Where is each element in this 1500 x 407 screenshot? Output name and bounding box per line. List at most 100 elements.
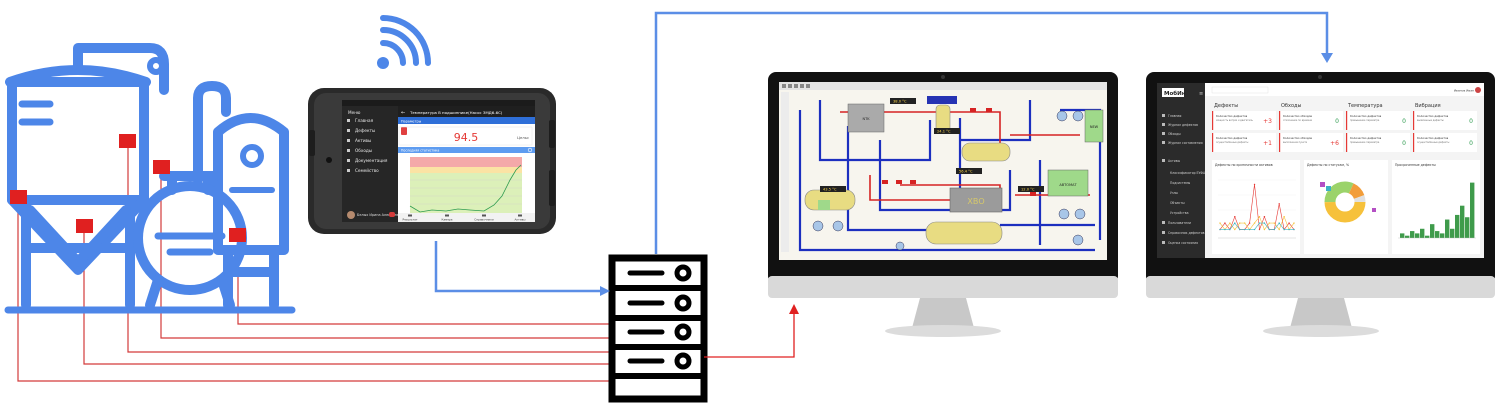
link-server-to-dashboard (654, 11, 1329, 254)
line-point (1278, 228, 1280, 231)
chart-title: Дефекты по статусам, % (1307, 163, 1349, 167)
tablet-app-header (398, 106, 535, 117)
line-point (1234, 222, 1236, 224)
tablet-bottom-tab[interactable]: Справочники (474, 218, 494, 222)
tablet-bottom-tab[interactable]: Результат (403, 218, 418, 222)
dashboard-section-title: Обходы (1281, 103, 1301, 109)
kpi-card-sub: превышение параметра (1350, 141, 1380, 144)
line-point (1293, 228, 1295, 231)
sidebar-item[interactable]: Оценка состояния (1168, 241, 1198, 245)
tablet-bottom-tab[interactable]: Активы (515, 218, 526, 222)
sidebar-item[interactable]: Классификатор ЕУФА (1170, 171, 1206, 175)
sidebar-item[interactable]: Обходы (1168, 132, 1181, 136)
dashboard-section-title: Вибрация (1415, 103, 1441, 109)
tablet-header-title: Температура В подшипнике(Насос 3МД6-6С) (409, 110, 503, 115)
sidebar-item[interactable]: Пользователи (1168, 221, 1191, 225)
sidebar-item[interactable]: Журнал дефектов (1168, 123, 1198, 127)
sidebar-item[interactable]: Узлы (1170, 191, 1179, 195)
kpi-card-value: 0 (1402, 140, 1406, 147)
line-series-path (1219, 184, 1295, 231)
hamburger-icon[interactable]: ≡ (1199, 91, 1203, 97)
sidebar-item[interactable]: Активы (1168, 159, 1181, 163)
tablet-value: 94.5 (454, 131, 479, 144)
chart-title: Дефекты по критичности активов (1215, 163, 1273, 167)
dashboard-section-title: Дефекты (1214, 103, 1238, 109)
sidebar-item[interactable]: Главная (1168, 114, 1182, 118)
kpi-card-value: 0 (1335, 118, 1339, 125)
tablet-menu-item[interactable]: Документация (355, 158, 388, 163)
plant-riser-pipe (193, 81, 231, 185)
sensor-4 (153, 160, 170, 174)
tablet-menu-item[interactable]: Обходы (355, 148, 372, 153)
server-rack-icon (608, 254, 708, 403)
line-point (1219, 222, 1221, 224)
tablet-menu (342, 106, 398, 222)
kpi-card-title: Количество дефектов (1350, 114, 1382, 118)
line-point (1253, 222, 1256, 224)
bar (1470, 182, 1475, 238)
line-point (1273, 228, 1275, 231)
line-point (1243, 222, 1246, 224)
scada-readout: 38.0 °C (893, 100, 907, 104)
kpi-card-value: 0 (1402, 118, 1406, 125)
avatar[interactable] (1475, 87, 1481, 93)
kpi-card-value: +1 (1263, 140, 1272, 147)
dashboard-filter-select[interactable] (1211, 86, 1269, 94)
kpi-card-title: Количество обходов (1283, 114, 1312, 118)
tablet-menu-title: Меню (348, 110, 361, 115)
line-series-path (1220, 222, 1294, 230)
header-user[interactable]: Иванов Иван (1454, 89, 1474, 93)
tablet-menu-item[interactable]: Семейство (355, 168, 379, 173)
sidebar-item[interactable]: Справочник дефектов (1168, 231, 1205, 235)
line-point (1224, 228, 1226, 231)
line-point (1219, 228, 1221, 231)
sidebar-item[interactable]: Устройства (1170, 211, 1189, 215)
plant-silo-hopper (7, 195, 149, 275)
arrowhead-scada (789, 304, 799, 314)
line-point (1224, 222, 1226, 224)
chart-zone-normal (410, 173, 522, 213)
line-point (1258, 228, 1261, 231)
tablet-menu-item[interactable]: Дефекты (355, 128, 375, 133)
tablet-menu-item[interactable]: Активы (355, 138, 371, 143)
kpi-card-title: Количество обходов (1283, 136, 1312, 140)
scada-readout: 12.0 °C (1021, 188, 1035, 192)
sensors (10, 134, 246, 242)
sidebar-item[interactable]: Объекты (1170, 201, 1185, 205)
line-point (1278, 203, 1280, 205)
tablet-bottom-tab[interactable]: Камера (441, 218, 452, 222)
line-point (1248, 222, 1251, 224)
tablet-tab-label[interactable]: Параметры (401, 120, 422, 124)
kpi-card-sub: превышение параметра (1350, 119, 1380, 122)
line-point (1283, 215, 1285, 218)
scada-readout: 43.5 °C (823, 188, 837, 192)
back-arrow-icon[interactable]: ← (401, 110, 405, 116)
search-icon[interactable] (527, 147, 533, 153)
line-point (1263, 215, 1266, 218)
sidebar-item[interactable]: Журнал составления (1168, 141, 1203, 145)
kpi-card-value: 0 (1469, 140, 1473, 147)
tablet-menu-item[interactable]: Главная (355, 118, 374, 123)
sidebar-item[interactable]: Подсистемы (1170, 181, 1191, 185)
network-links (434, 11, 1333, 296)
dashboard-monitor: МобИн ≡ Главная Журнал дефектов Обходы Ж… (1146, 72, 1495, 337)
tablet-chart-label: Последняя статистика (401, 149, 439, 153)
line-point (1248, 228, 1251, 231)
bar (1415, 233, 1420, 238)
line-point (1268, 222, 1271, 224)
wire-sensor-4 (160, 167, 612, 339)
rugged-tablet: Меню Главная Дефекты Активы Обходы Докум… (308, 88, 556, 234)
tablet-tab-strip[interactable] (398, 117, 535, 124)
wire-sensor-2 (83, 226, 612, 365)
line-point (1253, 183, 1256, 186)
bar (1460, 205, 1465, 238)
